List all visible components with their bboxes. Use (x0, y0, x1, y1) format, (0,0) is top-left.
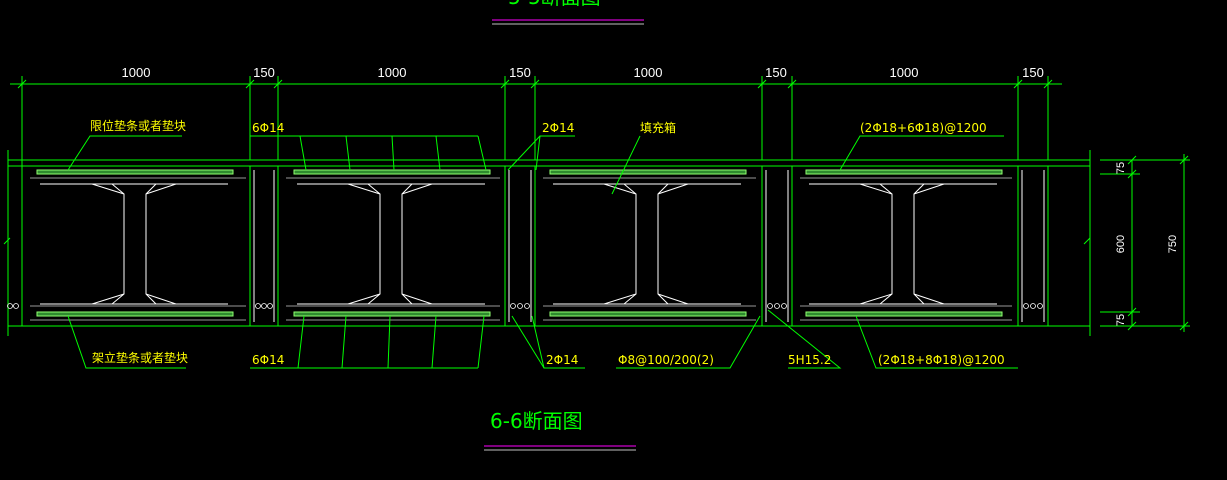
bar-circles (7, 303, 1043, 309)
right-marker (1083, 237, 1091, 245)
dim-label-2: 150 (253, 65, 275, 80)
dim-label-4: 150 (509, 65, 531, 80)
label-stirrup: Φ8@100/200(2) (618, 353, 714, 367)
label-erect-strip: 架立垫条或者垫块 (92, 350, 188, 365)
leader-lines (67, 135, 1018, 369)
dim-750: 750 (1167, 235, 1179, 253)
dim-75-top: 75 (1115, 162, 1127, 174)
top-dimension-chain (10, 76, 1062, 160)
right-dimension (1100, 154, 1190, 332)
label-bottom-2phi14: 2Φ14 (546, 353, 578, 367)
left-marker (3, 237, 11, 245)
bottom-rebar-strips (36, 311, 1003, 317)
label-limit-strip: 限位垫条或者垫块 (90, 118, 186, 133)
dim-label-5: 1000 (634, 65, 663, 80)
slab-outline (7, 150, 1091, 336)
top-title-fragment: 5-5断面图 (508, 0, 601, 9)
dim-label-7: 1000 (890, 65, 919, 80)
dim-75-bottom: 75 (1115, 314, 1127, 326)
label-bottom-right: (2Φ18+8Φ18)@1200 (878, 353, 1005, 367)
top-rebar-strips (36, 169, 1003, 175)
section-title: 6-6断面图 (490, 409, 583, 433)
stirrup-lines (30, 177, 1012, 321)
label-strand: 5H15.2 (788, 353, 831, 367)
dim-600: 600 (1115, 235, 1127, 253)
dim-label-8: 150 (1022, 65, 1044, 80)
label-top-6phi14: 6Φ14 (252, 121, 284, 135)
label-bottom-6phi14: 6Φ14 (252, 353, 284, 367)
dim-label-6: 150 (765, 65, 787, 80)
fill-boxes (40, 183, 997, 305)
label-fill-box: 填充箱 (640, 120, 676, 135)
dim-label-1: 1000 (122, 65, 151, 80)
dim-label-3: 1000 (378, 65, 407, 80)
label-top-2phi14: 2Φ14 (542, 121, 574, 135)
label-top-right: (2Φ18+6Φ18)@1200 (860, 121, 987, 135)
